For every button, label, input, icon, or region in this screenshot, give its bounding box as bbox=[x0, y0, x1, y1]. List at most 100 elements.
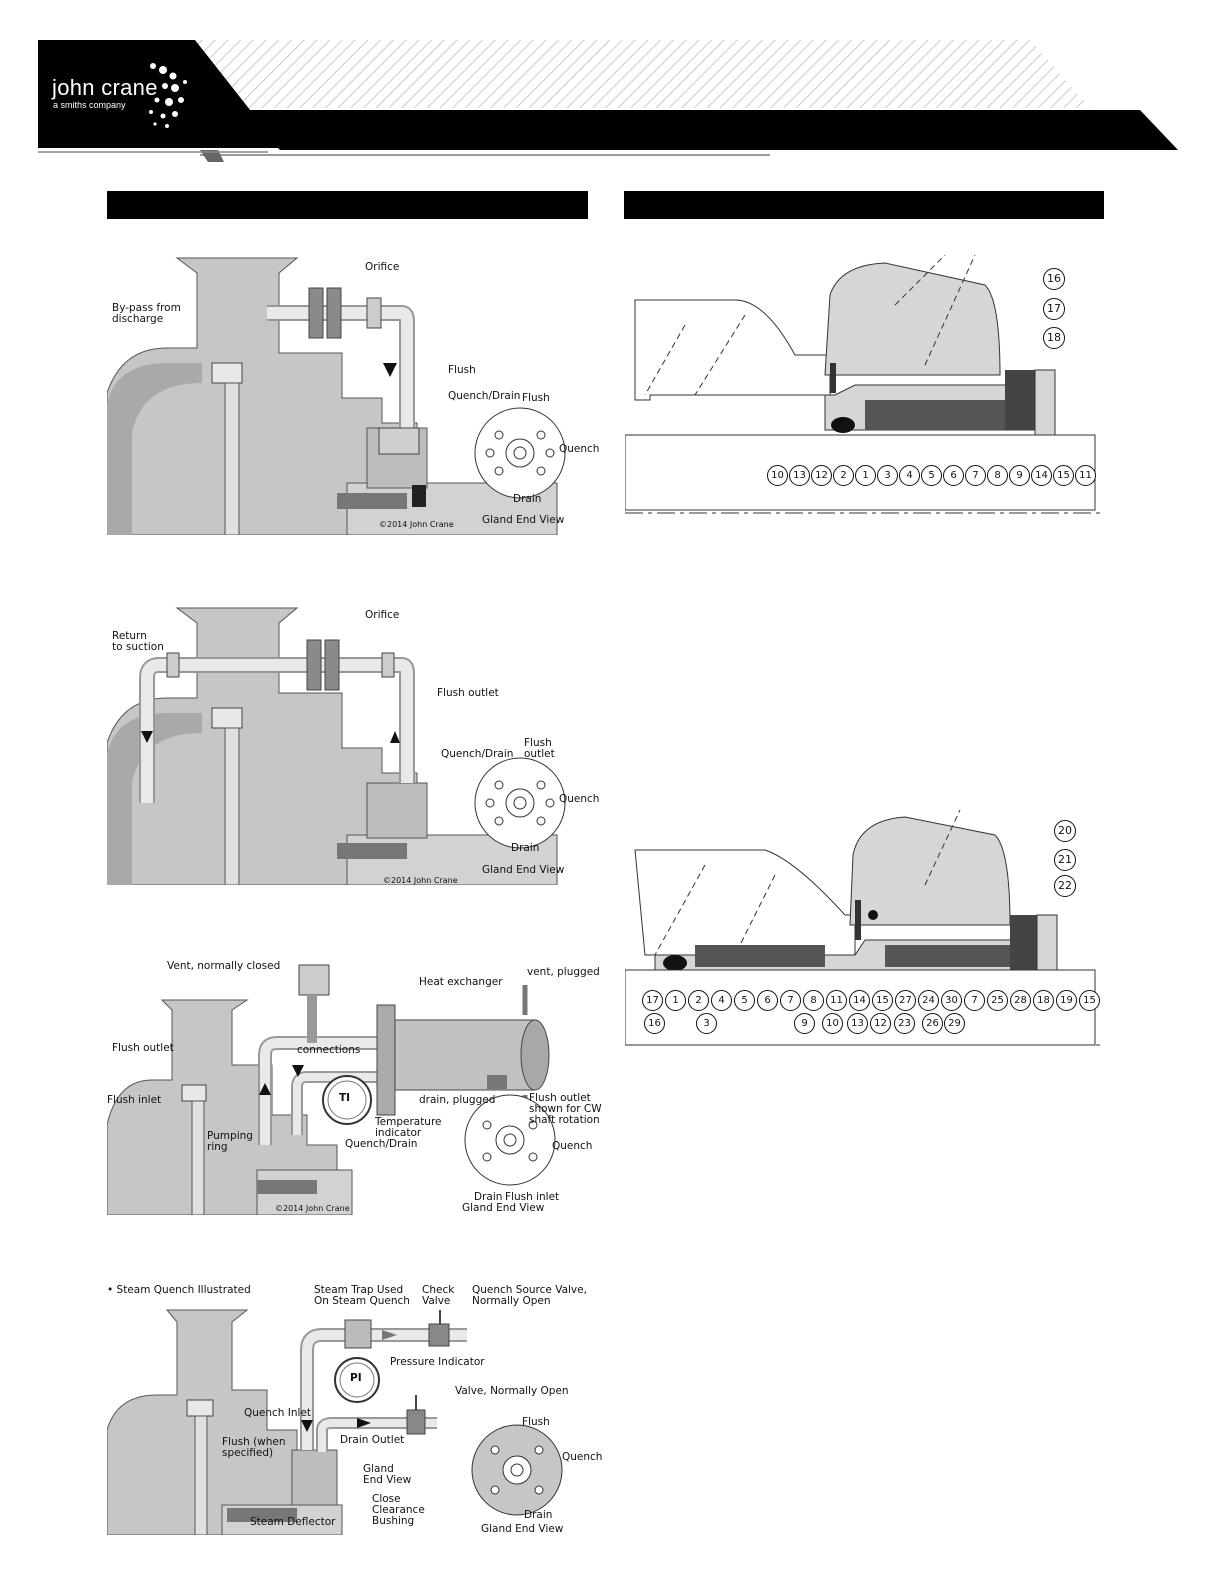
endview-bottom: Drain bbox=[524, 1509, 553, 1521]
figure-flush-return: Orifice Return to suction Flush outlet Q… bbox=[106, 603, 599, 886]
figure-heat-exchanger: Vent, normally closed Heat exchanger ven… bbox=[106, 955, 602, 1216]
callout: 20 bbox=[1054, 820, 1076, 842]
label-check-valve: Check Valve bbox=[422, 1284, 455, 1307]
callout: 24 bbox=[918, 990, 939, 1011]
callout: 23 bbox=[894, 1013, 915, 1034]
label-return: Return to suction bbox=[112, 630, 164, 653]
callouts-top: 16 17 18 bbox=[1043, 268, 1083, 353]
endview-right: Quench bbox=[559, 443, 600, 455]
label-ti: TI bbox=[339, 1092, 351, 1104]
callout: 4 bbox=[711, 990, 732, 1011]
callout: 15 bbox=[872, 990, 893, 1011]
label-drain-plugged: drain, plugged bbox=[419, 1094, 496, 1106]
endview-top: Flush bbox=[522, 1416, 550, 1428]
callout: 17 bbox=[1043, 298, 1065, 320]
section2-drawing bbox=[624, 805, 1105, 1050]
endview-top: Flush outlet shown for CW shaft rotation bbox=[529, 1092, 602, 1126]
endview-top: Flush bbox=[522, 392, 550, 404]
label-pressure: Pressure Indicator bbox=[390, 1356, 485, 1368]
callout: 16 bbox=[644, 1013, 665, 1034]
endview-caption: Gland End View bbox=[482, 864, 565, 876]
callout: 30 bbox=[941, 990, 962, 1011]
endview-bottom: Drain bbox=[513, 493, 542, 505]
label-flush: Flush bbox=[448, 364, 476, 376]
endview-right: Quench bbox=[552, 1140, 593, 1152]
figure-flush-bypass: Orifice By-pass from discharge Flush Que… bbox=[106, 253, 599, 536]
callout: 6 bbox=[757, 990, 778, 1011]
endview-bottom: Drain bbox=[511, 842, 540, 854]
figure4-drawing bbox=[106, 1280, 592, 1536]
callout: 8 bbox=[803, 990, 824, 1011]
callout: 29 bbox=[944, 1013, 965, 1034]
brand-logo-dots bbox=[145, 60, 190, 130]
label-heat-exchanger: Heat exchanger bbox=[419, 976, 503, 988]
label-quench-drain: Quench/Drain bbox=[345, 1138, 418, 1150]
right-section-bar bbox=[624, 191, 1104, 219]
callout: 1 bbox=[665, 990, 686, 1011]
endview-caption: Gland End View bbox=[462, 1202, 545, 1214]
callout: 13 bbox=[847, 1013, 868, 1034]
label-steam-deflector: Steam Deflector bbox=[250, 1516, 336, 1528]
callout: 4 bbox=[899, 465, 920, 486]
callout: 17 bbox=[642, 990, 663, 1011]
label-flush-outlet: Flush outlet bbox=[437, 687, 499, 699]
figure3-drawing bbox=[106, 955, 592, 1216]
figure-steam-quench: • Steam Quench Illustrated Steam Trap Us… bbox=[106, 1280, 602, 1536]
label-orifice: Orifice bbox=[365, 609, 400, 621]
callout: 5 bbox=[921, 465, 942, 486]
callout: 21 bbox=[1054, 849, 1076, 871]
callout: 18 bbox=[1043, 327, 1065, 349]
callout: 9 bbox=[1009, 465, 1030, 486]
endview-right: Quench bbox=[559, 793, 600, 805]
label-vent-closed: Vent, normally closed bbox=[167, 960, 281, 972]
callout: 1 bbox=[855, 465, 876, 486]
endview-bottom-right: Flush inlet bbox=[505, 1191, 560, 1203]
callout: 16 bbox=[1043, 268, 1065, 290]
label-quench-valve: Quench Source Valve, Normally Open bbox=[472, 1284, 587, 1307]
label-gland: Gland End View bbox=[363, 1463, 412, 1486]
header-banner: john crane a smiths company bbox=[0, 0, 1225, 170]
callout: 9 bbox=[794, 1013, 815, 1034]
callouts-top: 20 21 22 bbox=[1054, 820, 1094, 905]
callout: 8 bbox=[987, 465, 1008, 486]
copyright: ©2014 John Crane bbox=[275, 1204, 350, 1213]
callout: 18 bbox=[1033, 990, 1054, 1011]
endview-caption: Gland End View bbox=[481, 1523, 564, 1535]
callout: 14 bbox=[849, 990, 870, 1011]
callout: 7 bbox=[965, 465, 986, 486]
callout: 2 bbox=[688, 990, 709, 1011]
callout: 5 bbox=[734, 990, 755, 1011]
callout: 13 bbox=[789, 465, 810, 486]
callout: 15 bbox=[1053, 465, 1074, 486]
callout: 2 bbox=[833, 465, 854, 486]
brand-tagline: a smiths company bbox=[53, 100, 126, 110]
label-flush-outlet: Flush outlet bbox=[112, 1042, 174, 1054]
endview-caption: Gland End View bbox=[482, 514, 565, 526]
callout: 19 bbox=[1056, 990, 1077, 1011]
label-quench-inlet: Quench Inlet bbox=[244, 1407, 312, 1419]
callout: 22 bbox=[1054, 875, 1076, 897]
header-graphic bbox=[38, 40, 1178, 162]
left-section-bar bbox=[107, 191, 588, 219]
figure2-drawing bbox=[106, 603, 592, 886]
callout: 10 bbox=[822, 1013, 843, 1034]
callout: 27 bbox=[895, 990, 916, 1011]
callout: 10 bbox=[767, 465, 788, 486]
label-steam-trap: Steam Trap Used On Steam Quench bbox=[314, 1284, 410, 1307]
callout: 25 bbox=[987, 990, 1008, 1011]
endview-top: Flush outlet bbox=[524, 737, 555, 760]
brand-name: john crane bbox=[52, 75, 158, 100]
label-flush-when: Flush (when specified) bbox=[222, 1436, 286, 1459]
callout: 11 bbox=[1075, 465, 1096, 486]
callout: 15 bbox=[1079, 990, 1100, 1011]
callout: 26 bbox=[922, 1013, 943, 1034]
figure1-drawing bbox=[106, 253, 592, 536]
copyright: ©2014 John Crane bbox=[383, 876, 458, 885]
label-quench-drain: Quench/Drain bbox=[441, 748, 514, 760]
label-temperature: Temperature indicator bbox=[375, 1116, 442, 1139]
label-bypass: By-pass from discharge bbox=[112, 302, 181, 325]
